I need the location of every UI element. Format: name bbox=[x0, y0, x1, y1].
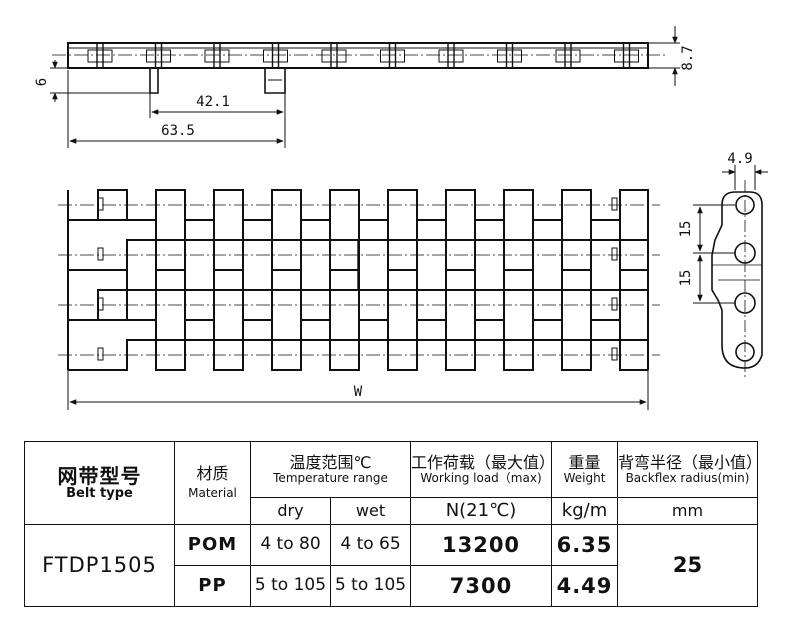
profile-view bbox=[52, 42, 665, 94]
plan-module-edge bbox=[68, 219, 649, 241]
material-cell: PP bbox=[174, 565, 251, 607]
plan-pin-marker bbox=[611, 347, 618, 361]
profile-pin-slot bbox=[213, 42, 221, 69]
unit-wet: wet bbox=[329, 497, 412, 525]
profile-pin-slot bbox=[388, 42, 397, 69]
plan-pin-marker bbox=[611, 297, 618, 311]
unit-load: N(21℃) bbox=[410, 497, 553, 525]
material-cell: POM bbox=[174, 524, 251, 566]
belt-model: FTDP1505 bbox=[24, 524, 175, 607]
plan-modules bbox=[68, 189, 649, 371]
load-cell: 13200 bbox=[410, 524, 553, 566]
plan-module-edge bbox=[68, 269, 648, 291]
plan-pin-marker bbox=[611, 247, 618, 261]
side-dimensions bbox=[693, 165, 768, 304]
wet-range-cell: 4 to 65 bbox=[329, 524, 412, 566]
dry-range-cell: 5 to 105 bbox=[250, 565, 331, 607]
dry-range-cell: 4 to 80 bbox=[250, 524, 331, 566]
weight-cell: 6.35 bbox=[551, 524, 619, 566]
load-cell: 7300 bbox=[410, 565, 553, 607]
profile-link-knuckle bbox=[497, 49, 522, 63]
wet-range-cell: 5 to 105 bbox=[329, 565, 412, 607]
plan-pin-marker bbox=[97, 247, 104, 261]
profile-link-knuckle bbox=[146, 49, 171, 63]
header-backflex-radius: 背弯半径（最小值） Backflex radius(min) bbox=[617, 441, 759, 498]
profile-link-knuckle bbox=[555, 49, 581, 63]
profile-pins bbox=[87, 42, 639, 69]
table-row: PP 5 to 105 5 to 105 7300 4.49 bbox=[25, 565, 758, 607]
header-belt-type: 网带型号 Belt type bbox=[24, 441, 175, 525]
dim-pitch-inner-label: 42.1 bbox=[196, 94, 230, 110]
table-row: FTDP1505 POM 4 to 80 4 to 65 13200 6.35 … bbox=[24, 524, 759, 607]
profile-link-knuckle bbox=[204, 49, 230, 63]
plan-module-edge bbox=[68, 339, 648, 371]
profile-pin-slot bbox=[271, 42, 280, 69]
plan-pin-marker bbox=[97, 297, 104, 311]
side-section-view bbox=[711, 180, 763, 380]
plan-view bbox=[58, 189, 660, 371]
unit-weight: kg/m bbox=[551, 497, 619, 525]
header-working-load: 工作荷载（最大值） Working load（max) bbox=[410, 441, 553, 498]
profile-link-knuckle bbox=[321, 49, 347, 63]
spec-table: 网带型号 Belt type 材质 Material 温度范围℃ Tempera… bbox=[24, 441, 759, 607]
dim-side-pitch-upper-label: 15 bbox=[678, 221, 694, 238]
dim-side-width-label: 4.9 bbox=[727, 151, 752, 167]
belt-technical-drawing: 8.7 6 42.1 63.5 W 4.9 bbox=[34, 26, 768, 410]
dim-thickness-label: 8.7 bbox=[680, 45, 696, 70]
header-weight: 重量 Weight bbox=[551, 441, 619, 498]
plan-module-edge bbox=[68, 239, 648, 271]
width-dimension bbox=[67, 370, 649, 410]
profile-link-knuckle bbox=[380, 49, 405, 63]
profile-pin-slot bbox=[505, 42, 514, 69]
profile-dimensions bbox=[50, 26, 680, 148]
profile-link-knuckle bbox=[87, 49, 113, 63]
unit-radius: mm bbox=[617, 497, 759, 525]
profile-link-knuckle bbox=[614, 49, 639, 63]
profile-pin-slot bbox=[622, 42, 631, 69]
profile-pin-slot bbox=[447, 42, 455, 69]
dim-side-pitch-lower-label: 15 bbox=[678, 270, 694, 287]
dim-pitch-outer-label: 63.5 bbox=[161, 123, 195, 139]
profile-pin-slot bbox=[154, 42, 163, 69]
plan-module-edge bbox=[68, 319, 649, 341]
profile-pin-slot bbox=[96, 42, 104, 69]
plan-pin-marker bbox=[611, 197, 618, 211]
plan-pin-marker bbox=[97, 347, 104, 361]
profile-link-knuckle bbox=[263, 49, 288, 63]
header-material: 材质 Material bbox=[174, 441, 251, 525]
profile-pin-slot bbox=[564, 42, 572, 69]
plan-pin-marker bbox=[97, 197, 104, 211]
profile-pin-slot bbox=[330, 42, 338, 69]
header-temperature: 温度范围℃ Temperature range bbox=[249, 441, 412, 498]
dim-tab-height-label: 6 bbox=[34, 78, 50, 86]
plan-centerlines bbox=[58, 204, 660, 356]
backflex-radius-value: 25 bbox=[617, 524, 759, 607]
dim-width-label: W bbox=[354, 384, 363, 400]
unit-dry: dry bbox=[250, 497, 331, 525]
profile-link-knuckle bbox=[438, 49, 464, 63]
weight-cell: 4.49 bbox=[551, 565, 619, 607]
